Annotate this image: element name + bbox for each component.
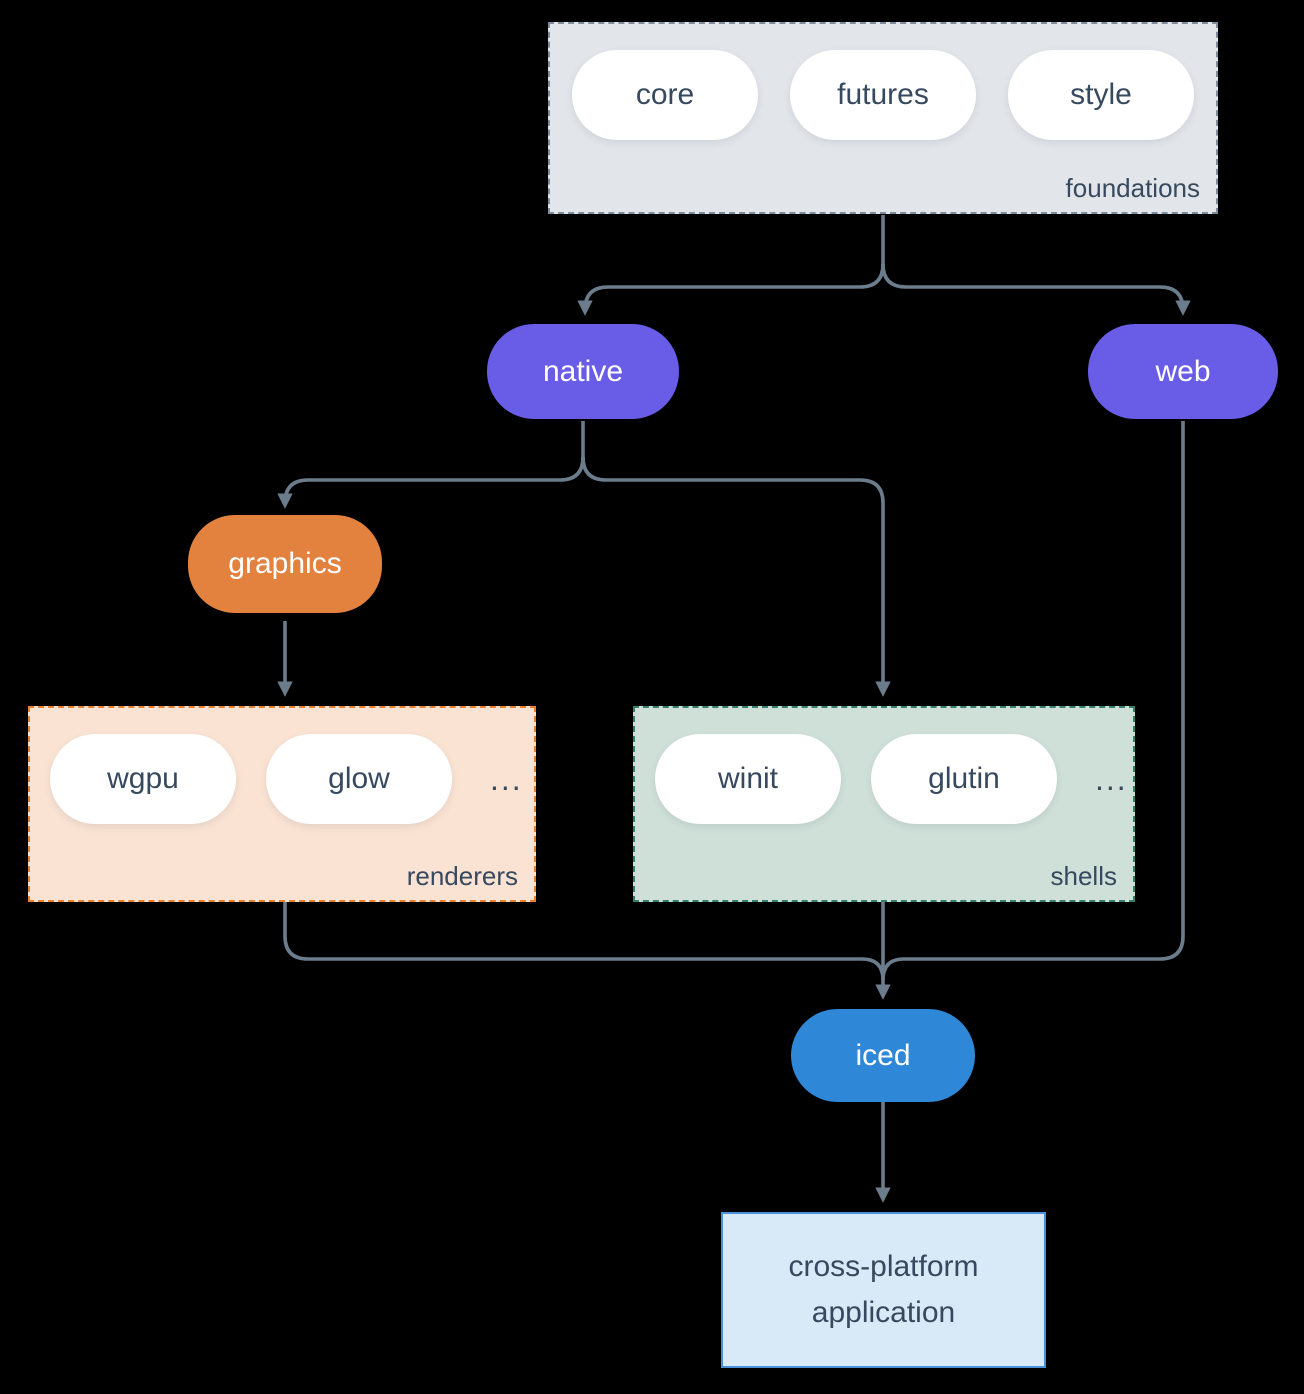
edge-native-shells bbox=[581, 456, 891, 697]
node-glutin: glutin bbox=[871, 734, 1057, 824]
renderers-pill-row: wgpu glow ... bbox=[30, 708, 534, 824]
app-box-label: cross-platform application bbox=[788, 1249, 979, 1330]
node-glow: glow bbox=[266, 734, 452, 824]
shells-ellipsis: ... bbox=[1095, 760, 1128, 797]
node-style: style bbox=[1008, 50, 1194, 140]
group-renderers: wgpu glow ... renderers bbox=[28, 706, 536, 902]
node-futures: futures bbox=[790, 50, 976, 140]
group-shells: winit glutin ... shells bbox=[633, 706, 1135, 902]
node-native: native bbox=[487, 324, 679, 419]
shells-pill-row: winit glutin ... bbox=[635, 708, 1133, 824]
edge-foundations-web bbox=[881, 263, 1191, 316]
node-iced: iced bbox=[791, 1009, 975, 1102]
foundations-pill-row: core futures style bbox=[550, 24, 1216, 140]
node-core: core bbox=[572, 50, 758, 140]
node-winit: winit bbox=[655, 734, 841, 824]
edge-foundations-native bbox=[577, 263, 885, 316]
node-graphics: graphics bbox=[188, 515, 382, 613]
group-foundations: core futures style foundations bbox=[548, 22, 1218, 214]
edge-web-merge bbox=[881, 421, 1185, 981]
group-label-renderers: renderers bbox=[406, 861, 518, 891]
node-cross-platform-application: cross-platform application bbox=[721, 1212, 1046, 1368]
group-label-shells: shells bbox=[1050, 861, 1117, 891]
edge-renderers-merge bbox=[283, 902, 885, 981]
group-label-foundations: foundations bbox=[1065, 173, 1200, 203]
renderers-ellipsis: ... bbox=[490, 760, 523, 797]
edge-native-graphics bbox=[277, 456, 585, 509]
node-web: web bbox=[1088, 324, 1278, 419]
node-wgpu: wgpu bbox=[50, 734, 236, 824]
